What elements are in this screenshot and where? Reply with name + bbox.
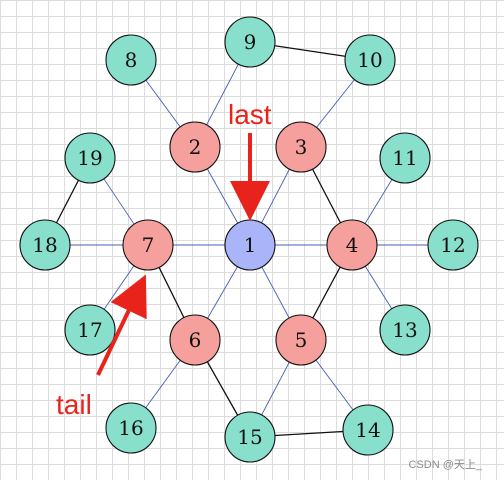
node-circle bbox=[169, 121, 221, 173]
node-label: 12 bbox=[440, 233, 465, 257]
node-label: 5 bbox=[295, 328, 308, 352]
node-label: 1 bbox=[244, 233, 257, 257]
node-label: 6 bbox=[189, 328, 202, 352]
node-circle bbox=[64, 132, 116, 184]
node-1: 1 bbox=[224, 219, 276, 271]
node-2: 2 bbox=[169, 121, 221, 173]
node-5: 5 bbox=[275, 314, 327, 366]
node-8: 8 bbox=[105, 34, 157, 86]
node-6: 6 bbox=[169, 314, 221, 366]
node-label: 8 bbox=[125, 48, 138, 72]
tail-arrow bbox=[96, 274, 147, 376]
node-circle bbox=[122, 219, 174, 271]
node-16: 16 bbox=[105, 402, 157, 454]
node-circle bbox=[342, 404, 394, 456]
node-label: 4 bbox=[346, 233, 359, 257]
node-17: 17 bbox=[64, 304, 116, 356]
node-3: 3 bbox=[275, 121, 327, 173]
node-label: 19 bbox=[77, 146, 102, 170]
node-label: 9 bbox=[244, 30, 257, 54]
node-14: 14 bbox=[342, 404, 394, 456]
node-15: 15 bbox=[224, 411, 276, 463]
node-10: 10 bbox=[344, 34, 396, 86]
tail-label: tail bbox=[56, 389, 92, 420]
node-12: 12 bbox=[427, 219, 479, 271]
node-7: 7 bbox=[122, 219, 174, 271]
node-circle bbox=[64, 304, 116, 356]
node-label: 11 bbox=[392, 146, 417, 170]
node-circle bbox=[224, 411, 276, 463]
node-label: 15 bbox=[237, 425, 262, 449]
node-19: 19 bbox=[64, 132, 116, 184]
node-circle bbox=[169, 314, 221, 366]
node-circle bbox=[326, 219, 378, 271]
last-label: last bbox=[228, 99, 272, 130]
node-4: 4 bbox=[326, 219, 378, 271]
node-circle bbox=[105, 34, 157, 86]
node-circle bbox=[379, 304, 431, 356]
node-label: 14 bbox=[355, 418, 380, 442]
node-circle bbox=[275, 314, 327, 366]
node-circle bbox=[224, 16, 276, 68]
node-9: 9 bbox=[224, 16, 276, 68]
node-18: 18 bbox=[19, 219, 71, 271]
node-label: 13 bbox=[392, 318, 417, 342]
node-circle bbox=[105, 402, 157, 454]
node-label: 18 bbox=[32, 233, 57, 257]
node-11: 11 bbox=[379, 132, 431, 184]
node-13: 13 bbox=[379, 304, 431, 356]
node-circle bbox=[379, 132, 431, 184]
node-label: 2 bbox=[189, 135, 202, 159]
watermark: CSDN @天上_ bbox=[408, 459, 482, 471]
node-label: 10 bbox=[357, 48, 382, 72]
node-circle bbox=[344, 34, 396, 86]
node-circle bbox=[275, 121, 327, 173]
node-circle bbox=[427, 219, 479, 271]
node-label: 7 bbox=[142, 233, 155, 257]
node-label: 16 bbox=[118, 416, 143, 440]
node-label: 17 bbox=[77, 318, 102, 342]
node-label: 3 bbox=[295, 135, 308, 159]
node-circle bbox=[19, 219, 71, 271]
annotations-layer: last tail bbox=[56, 99, 272, 420]
